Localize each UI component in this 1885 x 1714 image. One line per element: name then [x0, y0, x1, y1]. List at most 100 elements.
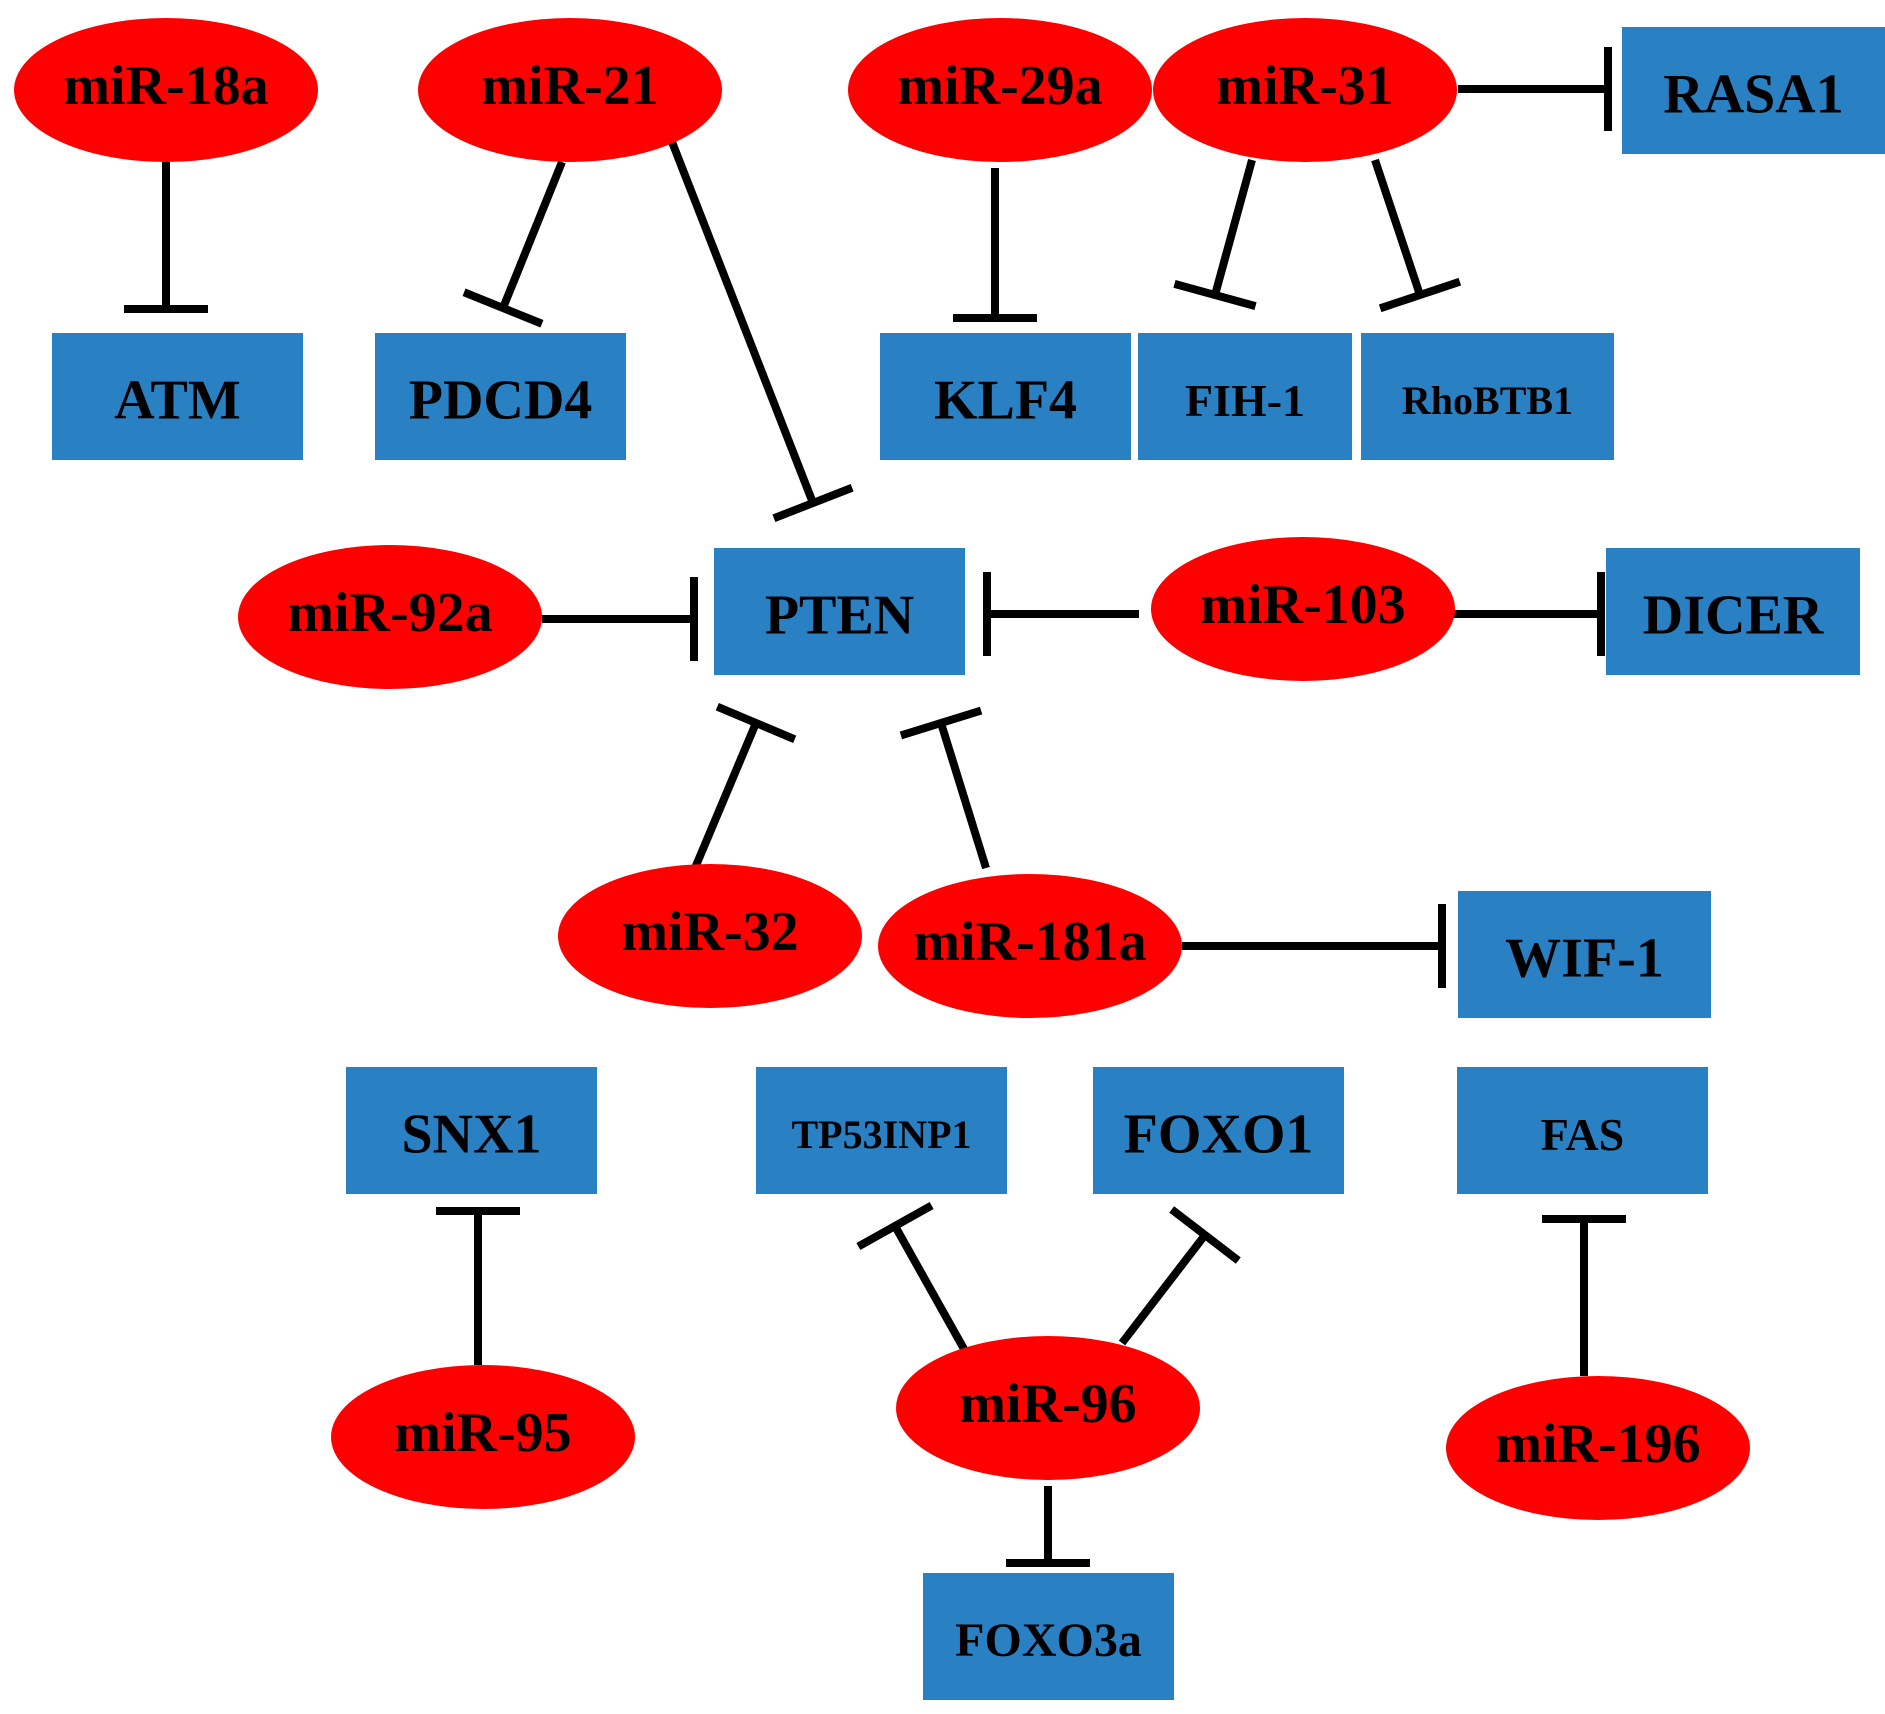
gene-box — [1606, 548, 1860, 675]
mirna-label: miR-96 — [959, 1373, 1136, 1435]
inhibition-edge-mir-21-to-pten — [661, 122, 854, 523]
mirna-label: miR-31 — [1216, 55, 1393, 117]
mirna-label: miR-95 — [394, 1402, 571, 1464]
mirna-label: miR-181a — [913, 911, 1146, 973]
gene-node-wif-1: WIF-1 — [1458, 891, 1711, 1018]
mirna-node-mir-196: miR-196 — [1446, 1376, 1750, 1520]
gene-box — [52, 333, 303, 460]
gene-label: WIF-1 — [1505, 928, 1664, 990]
mirna-ellipse — [331, 1365, 635, 1509]
inhibition-edges — [124, 47, 1626, 1567]
gene-box — [1093, 1067, 1344, 1194]
gene-label: KLF4 — [934, 370, 1077, 432]
mirna-ellipse — [1151, 537, 1455, 681]
gene-node-pdcd4: PDCD4 — [375, 333, 626, 460]
gene-node-rasa1: RASA1 — [1622, 27, 1885, 154]
gene-node-pten: PTEN — [714, 548, 965, 675]
inhibition-t-bar — [1169, 1206, 1241, 1264]
mirna-ellipse — [418, 18, 722, 162]
gene-label: FOXO1 — [1124, 1104, 1314, 1166]
gene-node-tp53inp1: TP53INP1 — [756, 1067, 1007, 1194]
inhibition-t-bar — [1378, 277, 1462, 313]
mirna-label: miR-21 — [481, 55, 658, 117]
gene-label: DICER — [1643, 585, 1824, 647]
mirna-node-mir-18a: miR-18a — [14, 18, 318, 162]
gene-label: FAS — [1541, 1109, 1625, 1160]
gene-box — [923, 1573, 1174, 1700]
mirna-node-mir-31: miR-31 — [1153, 18, 1457, 162]
inhibition-edge-mir-29a-to-klf4 — [953, 168, 1037, 322]
mirna-label: miR-103 — [1200, 574, 1405, 636]
gene-box — [880, 333, 1131, 460]
mirna-node-mir-29a: miR-29a — [848, 18, 1152, 162]
mirna-ellipse — [238, 545, 542, 689]
gene-box — [346, 1067, 597, 1194]
mirna-node-mir-181a: miR-181a — [878, 874, 1182, 1018]
gene-box — [1458, 891, 1711, 1018]
gene-label: ATM — [114, 370, 241, 432]
inhibition-edge-mir-196-to-fas — [1542, 1215, 1626, 1376]
gene-label: RASA1 — [1663, 64, 1843, 126]
gene-box — [1622, 27, 1885, 154]
gene-node-foxo3a: FOXO3a — [923, 1573, 1174, 1700]
inhibition-line — [691, 721, 760, 870]
inhibition-edge-mir-31-to-fih-1 — [1173, 158, 1257, 310]
gene-label: FIH-1 — [1185, 375, 1305, 426]
gene-box — [375, 333, 626, 460]
gene-label: TP53INP1 — [792, 1112, 972, 1157]
mirna-label: miR-18a — [63, 55, 268, 117]
gene-node-fas: FAS — [1457, 1067, 1708, 1194]
mirna-node-mir-103: miR-103 — [1151, 537, 1455, 681]
inhibition-t-bar — [462, 288, 544, 328]
inhibition-line — [1211, 158, 1256, 297]
gene-box — [714, 548, 965, 675]
mirna-node-mir-96: miR-96 — [896, 1336, 1200, 1480]
gene-node-fih-1: FIH-1 — [1138, 333, 1352, 460]
mirna-node-mir-21: miR-21 — [418, 18, 722, 162]
inhibition-edge-mir-18a-to-atm — [124, 162, 208, 313]
gene-node-atm: ATM — [52, 333, 303, 460]
mirna-ellipse — [848, 18, 1152, 162]
gene-label: FOXO3a — [955, 1614, 1142, 1667]
gene-box — [1361, 333, 1614, 460]
inhibition-t-bar — [856, 1201, 934, 1251]
inhibition-line — [891, 1224, 968, 1351]
inhibition-edge-mir-103-to-dicer — [1447, 572, 1605, 656]
mirna-node-mir-92a: miR-92a — [238, 545, 542, 689]
mirna-label: miR-196 — [1495, 1413, 1700, 1475]
inhibition-edge-mir-31-to-rhobtb1 — [1371, 158, 1462, 313]
inhibition-edge-mir-181a-to-pten — [899, 706, 990, 870]
inhibition-edge-mir-95-to-snx1 — [436, 1207, 520, 1365]
inhibition-t-bar — [772, 483, 854, 523]
mirna-ellipse — [558, 864, 862, 1008]
mirna-node-mir-32: miR-32 — [558, 864, 862, 1008]
gene-label: PTEN — [765, 585, 914, 647]
gene-node-rhobtb1: RhoBTB1 — [1361, 333, 1614, 460]
mirna-ellipse — [1153, 18, 1457, 162]
inhibition-line — [1371, 158, 1424, 297]
inhibition-edge-mir-96-to-foxo3a — [1006, 1486, 1090, 1567]
gene-box — [1457, 1067, 1708, 1194]
inhibition-line — [937, 721, 990, 870]
inhibition-edge-mir-96-to-tp53inp1 — [856, 1201, 968, 1351]
gene-box — [756, 1067, 1007, 1194]
inhibition-t-bar — [1173, 280, 1257, 310]
inhibition-edge-mir-96-to-foxo1 — [1118, 1206, 1241, 1346]
mirna-nodes: miR-18a miR-21 miR-29a miR-31 miR-92a miR-103… — [14, 18, 1750, 1520]
inhibition-edge-mir-181a-to-wif-1 — [1182, 904, 1446, 988]
inhibition-t-bar — [715, 703, 797, 743]
gene-label: SNX1 — [401, 1104, 541, 1166]
gene-node-dicer: DICER — [1606, 548, 1860, 675]
mirna-node-mir-95: miR-95 — [331, 1365, 635, 1509]
gene-label: PDCD4 — [409, 370, 593, 432]
inhibition-line — [499, 160, 566, 310]
gene-node-snx1: SNX1 — [346, 1067, 597, 1194]
inhibition-edge-mir-32-to-pten — [691, 703, 797, 870]
gene-label: RhoBTB1 — [1402, 378, 1573, 423]
mirna-label: miR-32 — [621, 901, 798, 963]
inhibition-edge-mir-31-to-rasa1 — [1458, 47, 1612, 131]
mirna-label: miR-29a — [897, 55, 1102, 117]
mirna-ellipse — [896, 1336, 1200, 1480]
inhibition-t-bar — [899, 706, 983, 740]
